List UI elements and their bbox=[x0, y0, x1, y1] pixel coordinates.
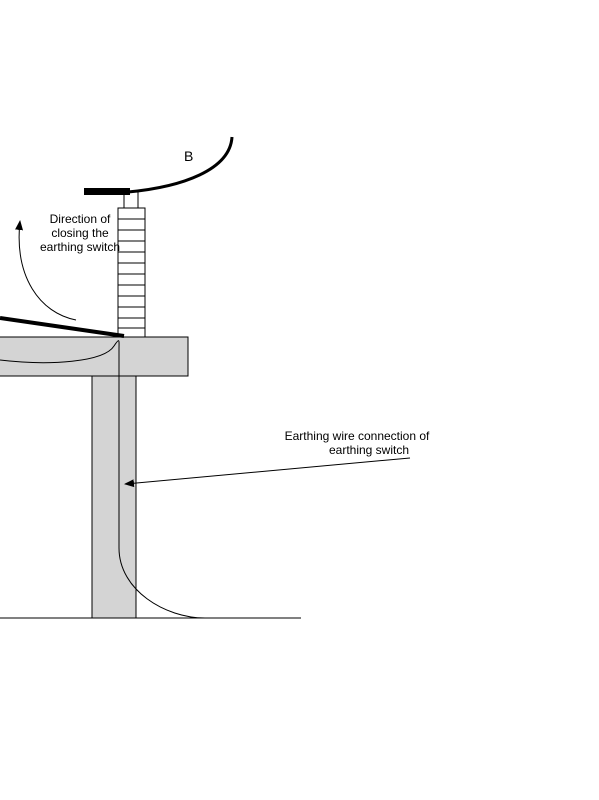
closing-direction-arrow bbox=[15, 220, 77, 321]
closing-direction-label-line1: Direction of bbox=[49, 212, 111, 226]
fixed-contact bbox=[84, 188, 130, 195]
closing-direction-label: Direction of closing the earthing switch bbox=[30, 212, 130, 254]
busbar-conductor bbox=[127, 136, 234, 194]
earthing-wire-label-line2: earthing switch bbox=[328, 443, 410, 457]
cross-beam bbox=[0, 336, 189, 377]
earthing-wire bbox=[0, 340, 206, 619]
closing-direction-label-line2: closing the bbox=[51, 226, 109, 240]
earthing-wire-label: Earthing wire connection of earthing swi… bbox=[262, 429, 452, 457]
post-insulator bbox=[117, 207, 146, 338]
wire-leader-arrow bbox=[124, 457, 411, 488]
earthing-blade bbox=[0, 316, 125, 338]
closing-direction-label-line3: earthing switch bbox=[39, 240, 121, 254]
busbar-label: B bbox=[184, 148, 194, 164]
support-post bbox=[91, 375, 137, 619]
earthing-wire-label-line1: Earthing wire connection of bbox=[284, 429, 430, 443]
